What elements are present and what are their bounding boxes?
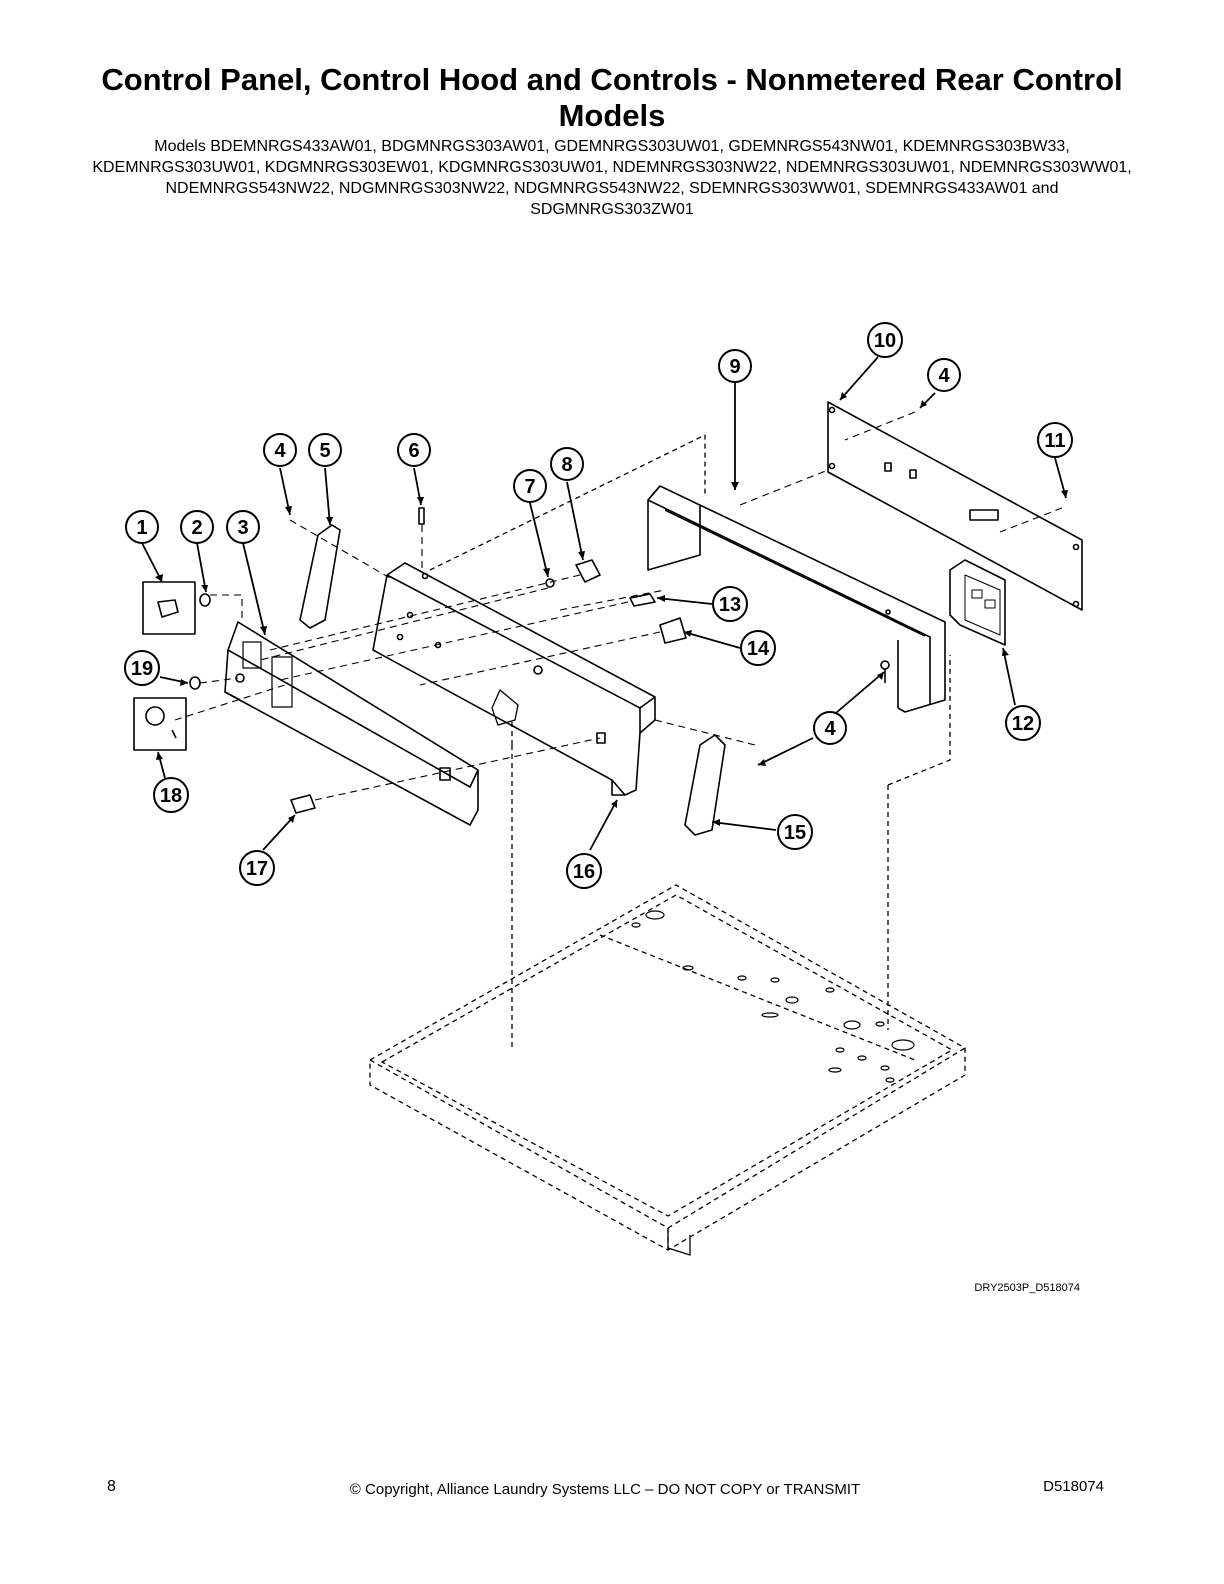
- callout-4b: 4: [927, 358, 961, 392]
- dryer-top-panel: [369, 434, 966, 1251]
- dryer-top-bracket: [667, 1228, 691, 1256]
- callout-18: 18: [153, 777, 189, 813]
- svg-text:10: 10: [874, 330, 896, 352]
- svg-text:13: 13: [719, 594, 741, 616]
- callout-6: 6: [397, 433, 431, 467]
- callout-2: 2: [180, 510, 214, 544]
- svg-text:4: 4: [824, 718, 836, 740]
- clip-7: [545, 578, 555, 588]
- callout-3: 3: [226, 510, 260, 544]
- callout-1: 1: [125, 510, 159, 544]
- svg-text:4: 4: [938, 365, 950, 387]
- svg-text:11: 11: [1044, 430, 1065, 452]
- callout-15: 15: [777, 814, 813, 850]
- svg-text:19: 19: [131, 658, 153, 680]
- callout-10: 10: [867, 322, 903, 358]
- callout-8: 8: [550, 447, 584, 481]
- knob-18: [133, 697, 187, 751]
- control-panel-overlay: [224, 621, 479, 826]
- svg-text:9: 9: [729, 356, 740, 378]
- callout-16: 16: [566, 853, 602, 889]
- callout-4a: 4: [263, 433, 297, 467]
- page-title: Control Panel, Control Hood and Controls…: [101, 62, 1123, 133]
- screw-6: [418, 507, 425, 525]
- svg-text:5: 5: [319, 440, 330, 462]
- control-panel-back: [372, 562, 656, 796]
- svg-text:18: 18: [160, 785, 182, 807]
- rocker-switch-17: [290, 794, 316, 814]
- page-number: 8: [107, 1478, 116, 1495]
- mounting-plate: [827, 401, 1083, 611]
- control-board: [949, 559, 1006, 646]
- callout-9: 9: [718, 349, 752, 383]
- callout-14: 14: [740, 630, 776, 666]
- copyright-notice: © Copyright, Alliance Laundry Systems LL…: [349, 1481, 861, 1498]
- svg-text:6: 6: [408, 440, 419, 462]
- svg-text:2: 2: [191, 517, 202, 539]
- knob-detail-box: [142, 581, 196, 635]
- svg-text:3: 3: [237, 517, 248, 539]
- dryer-top-holes: [631, 910, 915, 1083]
- callout-19: 19: [124, 650, 160, 686]
- model-list: Models BDEMNRGS433AW01, BDGMNRGS303AW01,…: [92, 138, 1132, 218]
- svg-text:8: 8: [561, 454, 572, 476]
- document-number: D518074: [1043, 1478, 1104, 1495]
- switch-14: [659, 617, 687, 644]
- assembly-lines: [174, 411, 1063, 801]
- callout-7: 7: [513, 469, 547, 503]
- callout-12: 12: [1005, 705, 1041, 741]
- washer-19: [189, 676, 201, 690]
- arrowheads: [155, 392, 1068, 826]
- washer-2: [199, 593, 211, 607]
- fuse-13: [629, 593, 656, 607]
- svg-text:1: 1: [136, 517, 147, 539]
- callout-4c: 4: [813, 711, 847, 745]
- drawing-id: DRY2503P_D518074: [974, 1282, 1080, 1294]
- callout-17: 17: [239, 850, 275, 886]
- callout-5: 5: [308, 433, 342, 467]
- control-hood: [647, 485, 946, 713]
- switch-8: [575, 559, 601, 583]
- svg-text:7: 7: [524, 476, 535, 498]
- left-end-cap: [299, 524, 341, 629]
- exploded-parts-diagram: 1 2 3 4 5 6 7 8 9 10 4 11: [124, 322, 1083, 1256]
- svg-text:15: 15: [784, 822, 806, 844]
- svg-text:12: 12: [1012, 713, 1034, 735]
- svg-text:4: 4: [274, 440, 286, 462]
- screw-4c: [880, 660, 890, 670]
- callout-13: 13: [712, 586, 748, 622]
- svg-text:14: 14: [747, 638, 770, 660]
- callout-11: 11: [1037, 422, 1073, 458]
- svg-text:16: 16: [573, 861, 595, 883]
- svg-text:17: 17: [246, 858, 268, 880]
